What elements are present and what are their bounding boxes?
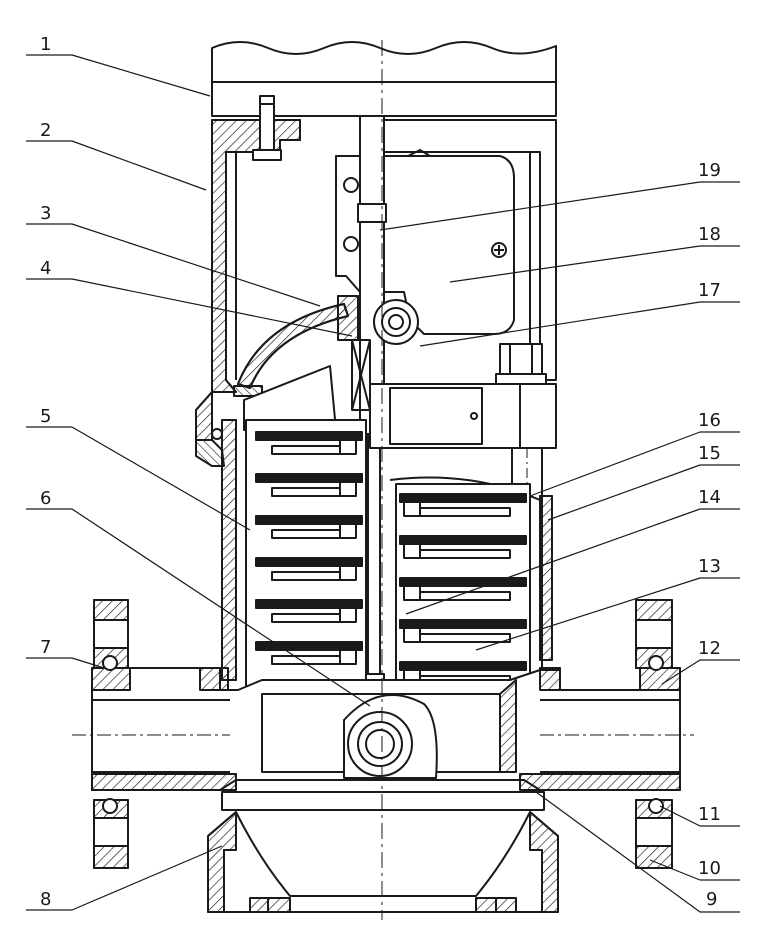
callout-labels: 1 2 3 4 5 6 7 8 9 10 11 12 13 14 15 16 1… xyxy=(40,34,721,910)
right-diffuser-plate xyxy=(399,535,527,545)
mechanical-seal xyxy=(337,295,419,411)
right-impeller-plate xyxy=(415,507,511,517)
left-impeller-plate xyxy=(271,571,347,581)
left-stage-hub xyxy=(339,523,357,539)
left-stage-hub xyxy=(339,649,357,665)
callout-15: 15 xyxy=(698,443,721,464)
callout-13: 13 xyxy=(698,556,721,577)
left-impeller-plate xyxy=(271,445,347,455)
left-stage-hub xyxy=(339,439,357,455)
left-diffuser-plate xyxy=(255,557,363,567)
right-diffuser-plate xyxy=(399,661,527,671)
callout-6: 6 xyxy=(40,488,51,509)
callout-5: 5 xyxy=(40,406,51,427)
left-stage-hub xyxy=(339,607,357,623)
left-stage-hub xyxy=(339,481,357,497)
callout-12: 12 xyxy=(698,638,721,659)
left-impeller-plate xyxy=(271,655,347,665)
callout-7: 7 xyxy=(40,637,51,658)
left-impeller-plate xyxy=(271,613,347,623)
pump-head xyxy=(369,383,557,449)
base-plate xyxy=(207,791,559,913)
callout-10: 10 xyxy=(698,858,721,879)
motor xyxy=(211,41,557,117)
callout-1: 1 xyxy=(40,34,51,55)
left-diffuser-plate xyxy=(255,599,363,609)
left-diffuser-plate xyxy=(255,641,363,651)
callout-16: 16 xyxy=(698,410,721,431)
callout-4: 4 xyxy=(40,258,51,279)
callout-19: 19 xyxy=(698,160,721,181)
outlet-flange xyxy=(635,599,673,869)
callout-11: 11 xyxy=(698,804,721,825)
left-impeller-plate xyxy=(271,487,347,497)
leader-lines xyxy=(26,54,740,913)
left-diffuser-plate xyxy=(255,431,363,441)
right-stage-hub xyxy=(403,501,421,517)
right-impeller-plate xyxy=(415,633,511,643)
left-diffuser-plate xyxy=(255,473,363,483)
stage-stack-right xyxy=(395,483,531,691)
bracket-bolt xyxy=(252,95,282,161)
tie-bolt-nut xyxy=(495,343,547,387)
right-diffuser-plate xyxy=(399,577,527,587)
left-stage-hub xyxy=(339,565,357,581)
inlet-hub xyxy=(343,694,438,779)
left-impeller-plate xyxy=(271,529,347,539)
left-diffuser-plate xyxy=(255,515,363,525)
right-diffuser-plate xyxy=(399,619,527,629)
right-stage-hub xyxy=(403,585,421,601)
pump-head-cover xyxy=(233,303,349,431)
callout-17: 17 xyxy=(698,280,721,301)
right-diffuser-plate xyxy=(399,493,527,503)
right-stage-hub xyxy=(403,627,421,643)
callout-3: 3 xyxy=(40,203,51,224)
inlet-flange xyxy=(93,599,129,869)
callout-14: 14 xyxy=(698,487,721,508)
right-stage-hub xyxy=(403,543,421,559)
callout-18: 18 xyxy=(698,224,721,245)
right-impeller-plate xyxy=(415,549,511,559)
callout-9: 9 xyxy=(706,889,717,910)
callout-2: 2 xyxy=(40,120,51,141)
callout-8: 8 xyxy=(40,889,51,910)
